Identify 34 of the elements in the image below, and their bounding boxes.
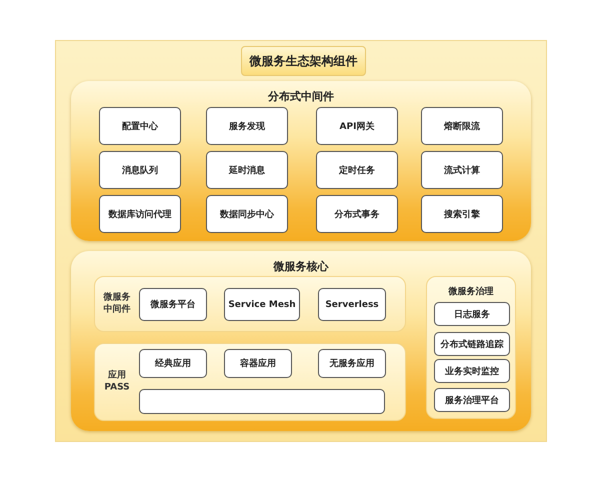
group-panel [426, 276, 516, 419]
component-box: 经典应用 [139, 349, 207, 378]
component-box: 分布式链路追踪 [434, 332, 510, 356]
blank-box [139, 389, 385, 414]
component-box: 消息队列 [99, 151, 181, 189]
component-box: 日志服务 [434, 302, 510, 326]
component-box: Serverless [318, 288, 386, 321]
component-box: 延时消息 [206, 151, 288, 189]
layer-panel [71, 81, 531, 241]
layer-panel [71, 251, 531, 431]
component-box: 服务治理平台 [434, 388, 510, 412]
component-box: 数据库访问代理 [99, 195, 181, 233]
component-box: 定时任务 [316, 151, 398, 189]
group-heading: 微服务治理 [447, 286, 494, 298]
panel-heading: 微服务核心 [272, 259, 330, 274]
component-box: 微服务平台 [139, 288, 207, 321]
component-box: 无服务应用 [318, 349, 386, 378]
group-panel [94, 276, 406, 332]
component-box: 熔断限流 [421, 107, 503, 145]
component-box: 流式计算 [421, 151, 503, 189]
group-label: 应用 PASS [103, 370, 131, 394]
component-box: 服务发现 [206, 107, 288, 145]
component-box: API网关 [316, 107, 398, 145]
title-box: 微服务生态架构组件 [241, 46, 366, 76]
group-label: 微服务中间件 [102, 292, 132, 316]
component-box: 业务实时监控 [434, 359, 510, 383]
component-box: Service Mesh [224, 288, 300, 321]
component-box: 搜索引擎 [421, 195, 503, 233]
panel-heading: 分布式中间件 [267, 89, 335, 104]
component-box: 容器应用 [224, 349, 292, 378]
component-box: 分布式事务 [316, 195, 398, 233]
component-box: 数据同步中心 [206, 195, 288, 233]
group-panel [94, 343, 406, 421]
component-box: 配置中心 [99, 107, 181, 145]
